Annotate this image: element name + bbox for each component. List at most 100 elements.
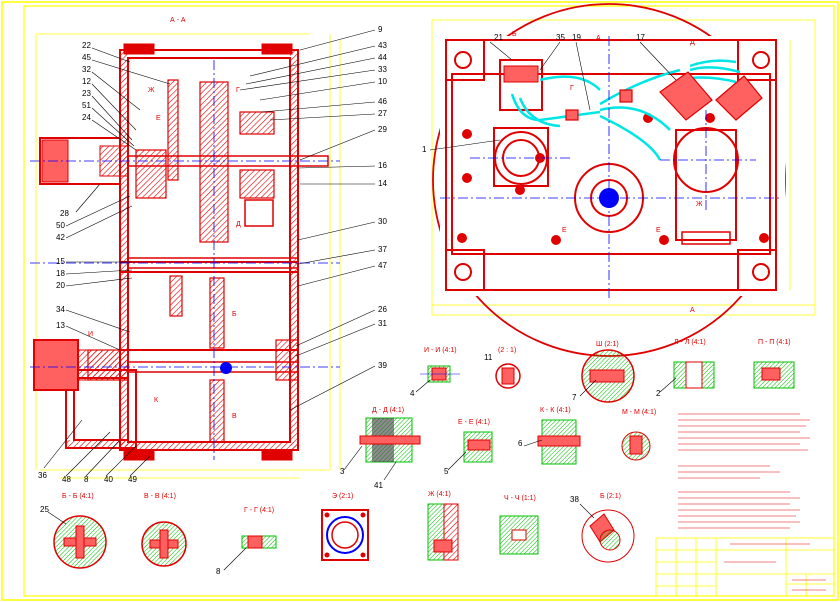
callout: 45 <box>82 53 91 62</box>
detail-title: Б - Б (4:1) <box>62 493 94 500</box>
callout: 21 <box>494 33 503 42</box>
callout: 7 <box>572 393 577 402</box>
callout: 29 <box>378 125 387 134</box>
callout: 48 <box>62 475 71 484</box>
callout: 42 <box>56 233 65 242</box>
callout: 18 <box>56 269 65 278</box>
detail-title: Б (2:1) <box>600 493 621 500</box>
callout: 8 <box>216 567 221 576</box>
callout: 13 <box>56 321 65 330</box>
callout: 36 <box>38 471 47 480</box>
section-mark: Б <box>512 31 517 38</box>
section-mark: А <box>596 35 601 42</box>
callout: 49 <box>128 475 137 484</box>
section-mark: Ж <box>148 87 155 94</box>
detail-title: Е - Е (4:1) <box>458 419 490 426</box>
callout: 31 <box>378 319 387 328</box>
callout: 25 <box>40 505 49 514</box>
callout: 39 <box>378 361 387 370</box>
side-view-callouts: 21 35 19 17 1 <box>422 33 645 154</box>
callout: 2 <box>656 389 661 398</box>
callout: 10 <box>378 77 387 86</box>
callout: 50 <box>56 221 65 230</box>
callout: 5 <box>444 467 449 476</box>
detail-row-3: Б - Б (4:1) 25 В - В (4:1) Г - Г (4:1) 8… <box>40 491 635 576</box>
section-mark: И <box>88 331 93 338</box>
callout: 24 <box>82 113 91 122</box>
inner-frame <box>23 5 835 597</box>
callout: 19 <box>572 33 581 42</box>
callout: 37 <box>378 245 387 254</box>
callout: 33 <box>378 65 387 74</box>
callout: 43 <box>378 41 387 50</box>
callout: 15 <box>56 257 65 266</box>
title-block <box>655 537 835 597</box>
callout: 46 <box>378 97 387 106</box>
callout: 30 <box>378 217 387 226</box>
detail-title: (2 : 1) <box>498 347 516 354</box>
callout: 8 <box>84 475 89 484</box>
callout: 28 <box>60 209 69 218</box>
callout: 38 <box>570 495 579 504</box>
callout: 44 <box>378 53 387 62</box>
detail-title: М - М (4:1) <box>622 409 656 416</box>
callout: 17 <box>636 33 645 42</box>
detail-title: К - К (4:1) <box>540 407 571 414</box>
callout: 1 <box>422 145 427 154</box>
callout: 41 <box>374 481 383 490</box>
detail-title: И - И (4:1) <box>424 347 457 354</box>
main-section-marks: Б В Г Д Е Ж И К <box>88 87 241 420</box>
detail-row-1: И - И (4:1) 4 (2 : 1) 11 Ш (2:1) 7 Л - Л… <box>410 339 795 403</box>
detail-title: Э (2:1) <box>332 493 353 500</box>
callout: 32 <box>82 65 91 74</box>
callout: 51 <box>82 101 91 110</box>
callout: 12 <box>82 77 91 86</box>
detail-title: П - П (4:1) <box>758 339 791 346</box>
callout: 3 <box>340 467 345 476</box>
section-mark: Д <box>690 39 695 46</box>
callout: 35 <box>556 33 565 42</box>
detail-title: Г - Г (4:1) <box>244 507 274 514</box>
section-mark: Г <box>570 85 574 92</box>
detail-row-2: Д - Д (4:1) 3 41 Е - Е (4:1) 5 К - К (4:… <box>340 407 810 529</box>
side-view: 21 35 19 17 1 Б Д Е Е Ж А А Г <box>422 3 816 357</box>
section-mark: Г <box>236 87 240 94</box>
main-right-callouts: 9 43 44 33 10 46 27 29 16 14 30 37 47 26… <box>378 25 387 370</box>
callout: 34 <box>56 305 65 314</box>
section-mark: А <box>690 307 695 314</box>
section-mark: В <box>232 413 237 420</box>
callout: 16 <box>378 161 387 170</box>
detail-title: В - В (4:1) <box>144 493 176 500</box>
callout: 14 <box>378 179 387 188</box>
callout: 4 <box>410 389 415 398</box>
main-view-title: А - А <box>170 17 186 24</box>
technical-notes <box>678 413 810 529</box>
section-mark: Д <box>236 221 241 228</box>
section-mark: К <box>154 397 159 404</box>
callout: 47 <box>378 261 387 270</box>
callout: 9 <box>378 25 383 34</box>
detail-title: Ч - Ч (1:1) <box>504 495 536 502</box>
callout: 23 <box>82 89 91 98</box>
main-left-callouts: 22 45 32 12 23 51 24 28 50 42 15 18 20 3… <box>38 41 137 484</box>
detail-title: Ш (2:1) <box>596 341 619 348</box>
detail-title: Ж (4:1) <box>428 491 451 498</box>
main-section-view: А - А <box>30 17 387 484</box>
section-mark: Б <box>232 311 237 318</box>
callout: 11 <box>484 353 493 362</box>
side-view-section-marks: Б Д Е Е Ж А А Г <box>512 31 703 314</box>
title-block-lines <box>724 543 826 591</box>
callout: 22 <box>82 41 91 50</box>
detail-title: Д - Д (4:1) <box>372 407 404 414</box>
section-mark: Е <box>156 115 161 122</box>
callout: 27 <box>378 109 387 118</box>
section-mark: Е <box>562 227 567 234</box>
callout: 20 <box>56 281 65 290</box>
callout: 26 <box>378 305 387 314</box>
section-mark: Е <box>656 227 661 234</box>
callout: 6 <box>518 439 523 448</box>
callout: 40 <box>104 475 113 484</box>
detail-title: Л - Л (4:1) <box>674 339 706 346</box>
